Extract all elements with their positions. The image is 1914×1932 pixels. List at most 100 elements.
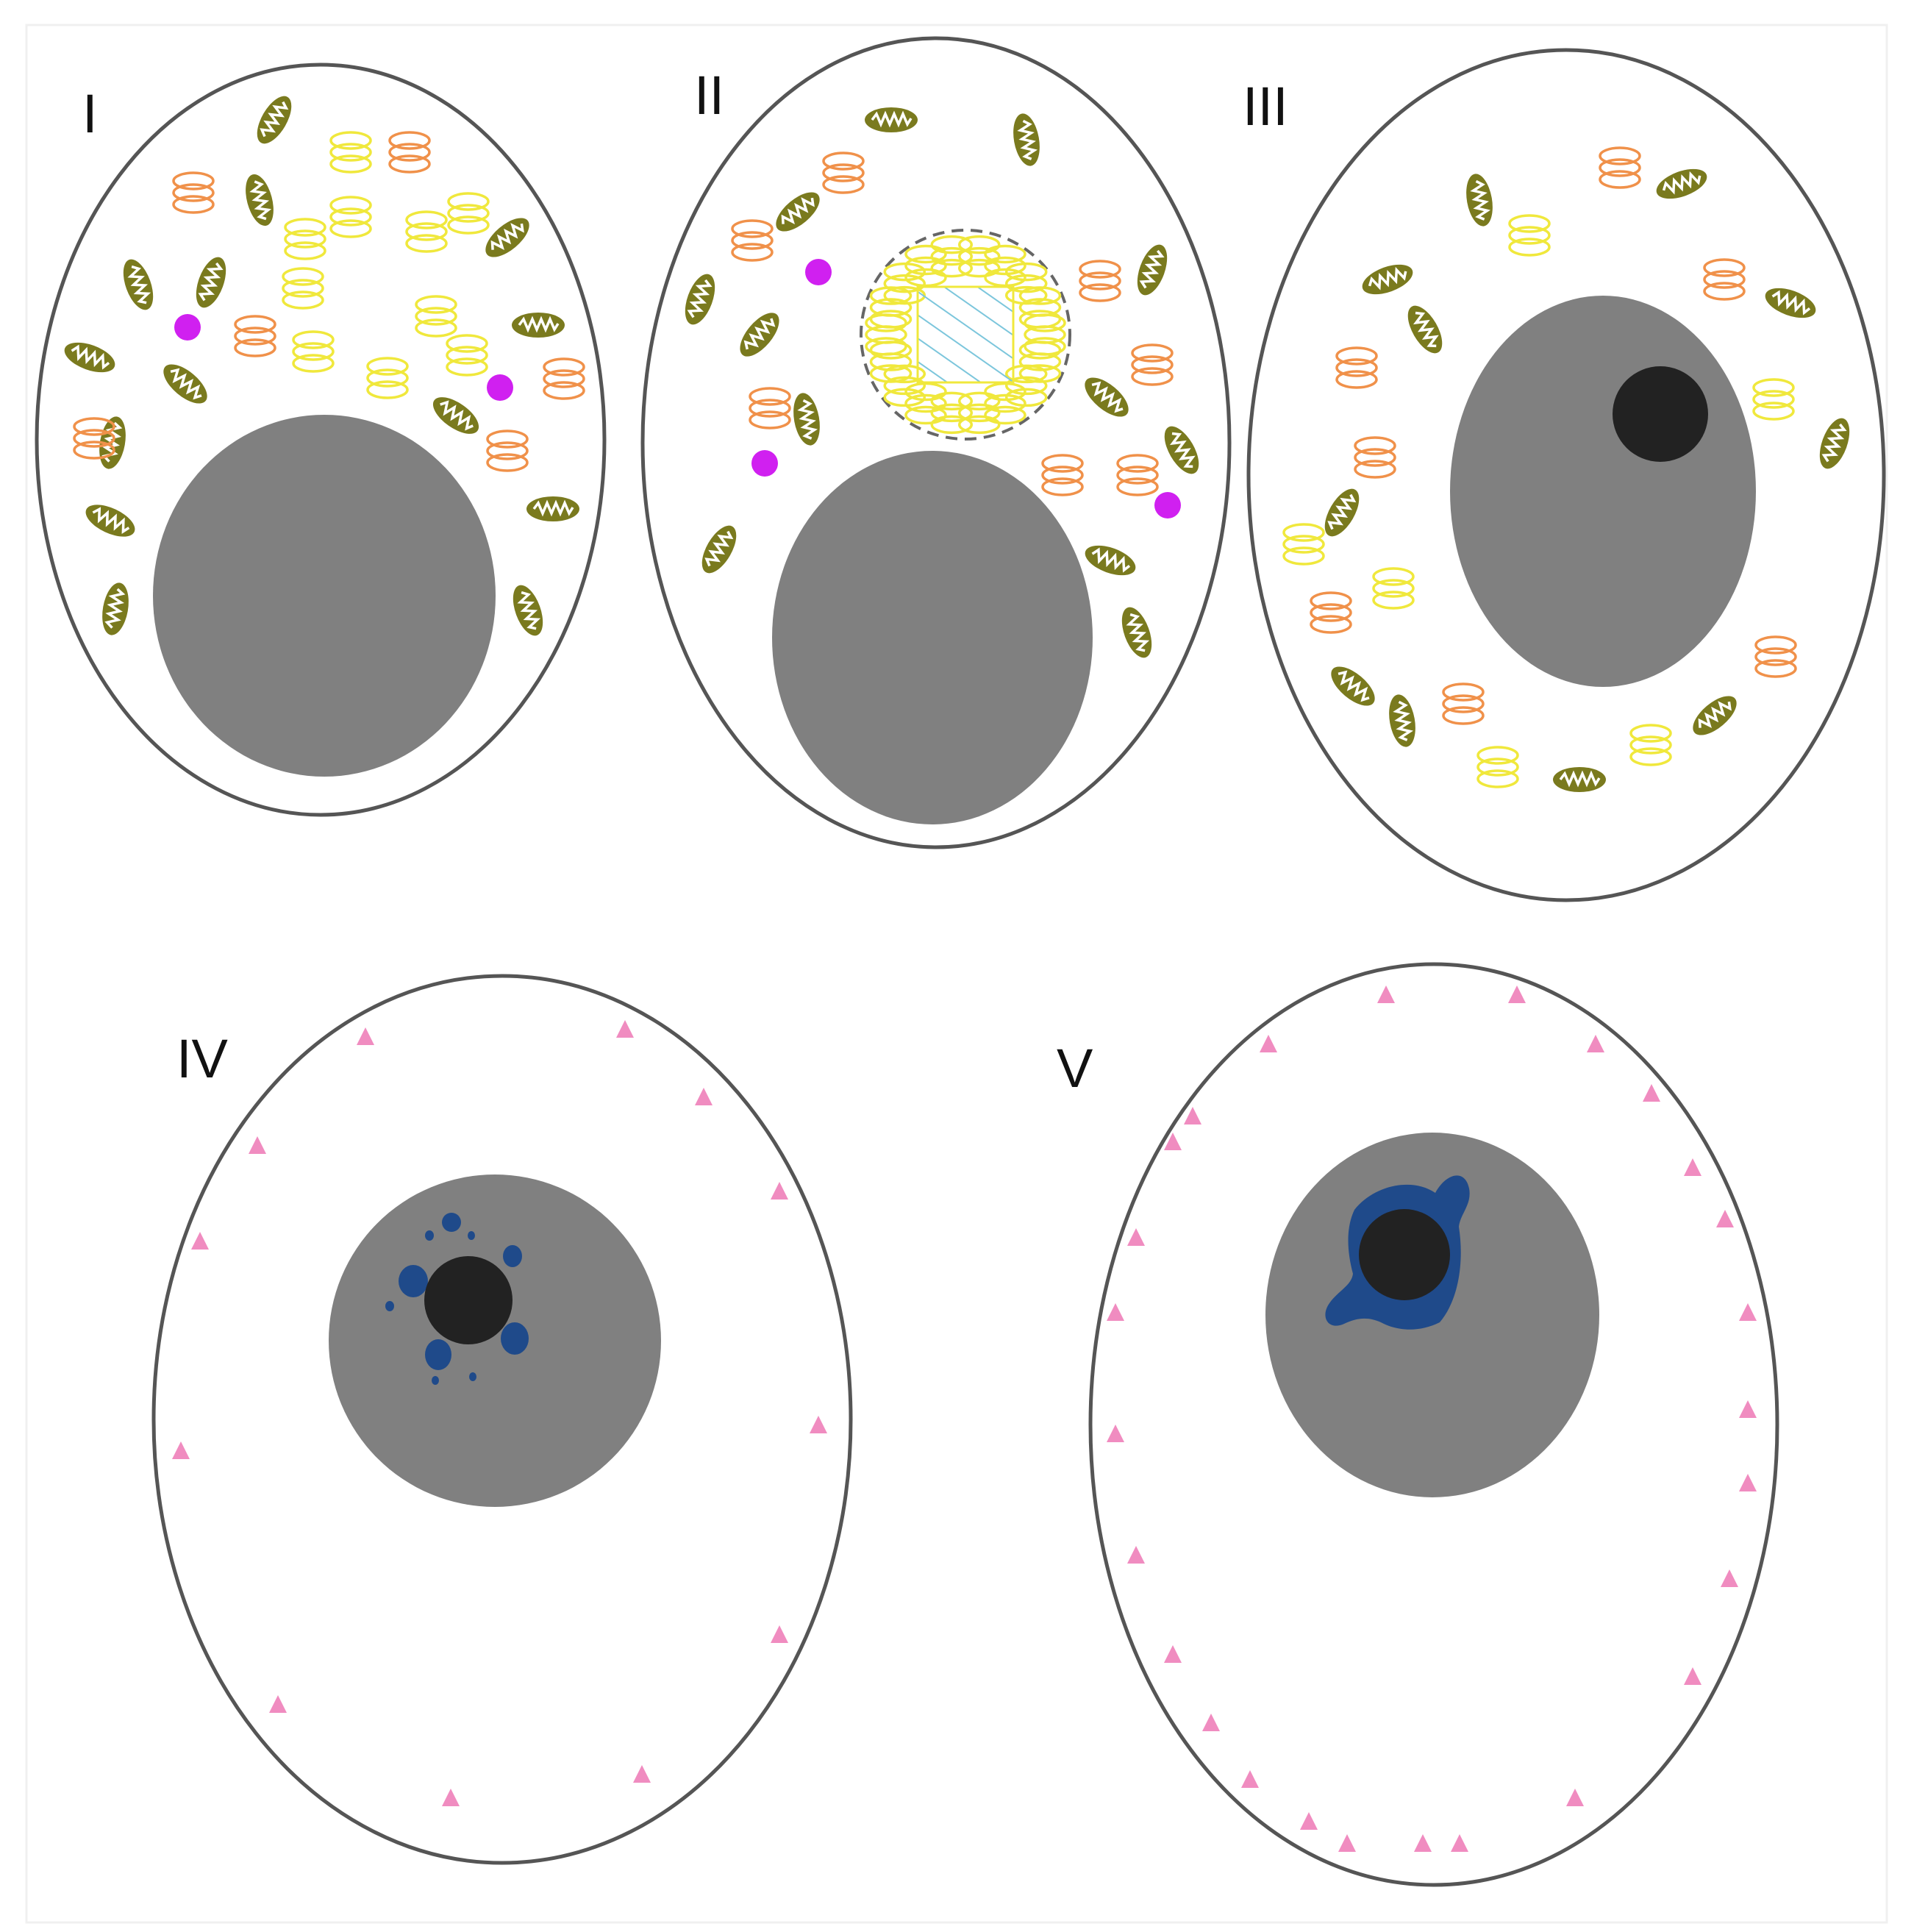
- golgi-stack-icon: [984, 382, 1026, 425]
- mitochondrion-icon: [1121, 607, 1152, 658]
- mitochondrion-icon: [257, 96, 292, 144]
- mitochondrion-icon: [163, 364, 207, 404]
- golgi-stack-icon: [1703, 258, 1746, 301]
- golgi-stack-icon: [284, 218, 326, 260]
- golgi-stack-icon: [930, 391, 973, 435]
- golgi-stack-icon: [904, 382, 947, 425]
- cell-4-label: IV: [176, 1028, 229, 1089]
- cell-1-label: I: [82, 83, 98, 144]
- cell-2-label: II: [694, 65, 724, 126]
- triangle-marker-icon: [1739, 1400, 1757, 1418]
- golgi-stack-icon: [329, 196, 372, 238]
- cell-5-markers: [1107, 985, 1757, 1852]
- cell-2-nucleus: [772, 451, 1093, 824]
- triangle-marker-icon: [1377, 985, 1395, 1003]
- golgi-stack-icon: [388, 131, 431, 174]
- mitochondrion-icon: [1164, 426, 1199, 474]
- golgi-stack-icon: [1041, 454, 1084, 496]
- autophagosome-golgi-ring: [865, 235, 1066, 435]
- triangle-marker-icon: [1127, 1546, 1145, 1564]
- mitochondrion-icon: [1389, 694, 1415, 747]
- triangle-marker-icon: [357, 1027, 374, 1045]
- golgi-stack-icon: [1116, 454, 1159, 496]
- autophagosome: [860, 229, 1071, 441]
- cell-5-membrane: [1088, 962, 1779, 1887]
- golgi-stack-icon: [1476, 746, 1519, 788]
- golgi-stack-icon: [447, 192, 490, 235]
- golgi-stack-icon: [1508, 214, 1551, 257]
- vesicle-icon: [174, 314, 201, 341]
- golgi-stack-icon: [1442, 682, 1485, 725]
- mitochondrion-icon: [1765, 288, 1816, 318]
- golgi-stack-icon: [958, 235, 1001, 278]
- golgi-stack-icon: [1335, 346, 1378, 389]
- mitochondrion-icon: [865, 107, 918, 132]
- mitochondrion-icon: [123, 259, 154, 310]
- golgi-stack-icon: [405, 210, 448, 253]
- mitochondrion-icon: [1362, 264, 1413, 295]
- chromatin-blob: [468, 1231, 475, 1240]
- triangle-marker-icon: [249, 1136, 266, 1154]
- chromatin-blob: [469, 1372, 476, 1381]
- golgi-stack-icon: [822, 152, 865, 194]
- mitochondrion-icon: [1407, 305, 1443, 354]
- mitochondrion-icon: [526, 496, 579, 521]
- triangle-marker-icon: [172, 1441, 190, 1459]
- golgi-stack-icon: [1018, 286, 1062, 329]
- triangle-marker-icon: [1566, 1789, 1584, 1806]
- golgi-stack-icon: [282, 267, 324, 310]
- cell-3-organelles: [1282, 146, 1850, 792]
- golgi-stack-icon: [1018, 341, 1062, 383]
- triangle-marker-icon: [1202, 1714, 1220, 1731]
- golgi-stack-icon: [1629, 724, 1672, 766]
- cell-1-nucleus: [153, 415, 496, 777]
- triangle-marker-icon: [1587, 1035, 1604, 1052]
- triangle-marker-icon: [1241, 1770, 1259, 1788]
- cell-3-membrane: [1246, 48, 1886, 902]
- cell-2-organelles: [685, 107, 1199, 658]
- triangle-marker-icon: [1107, 1303, 1124, 1321]
- golgi-stack-icon: [1310, 591, 1352, 634]
- figure-frame: [25, 24, 1888, 1924]
- triangle-marker-icon: [442, 1789, 460, 1806]
- golgi-stack-icon: [73, 417, 115, 460]
- triangle-marker-icon: [1184, 1107, 1201, 1124]
- cell-4: IV: [151, 974, 853, 1865]
- mitochondrion-icon: [1553, 767, 1606, 792]
- golgi-stack-icon: [958, 391, 1001, 435]
- vesicle-icon: [805, 259, 832, 285]
- mitochondrion-icon: [776, 192, 820, 232]
- golgi-stack-icon: [1372, 567, 1415, 610]
- triangle-marker-icon: [1414, 1834, 1432, 1852]
- mitochondrion-icon: [1085, 545, 1136, 576]
- cell-5-nucleolus: [1359, 1209, 1450, 1300]
- chromatin-blob: [425, 1339, 451, 1370]
- mitochondrion-icon: [1085, 377, 1129, 417]
- triangle-marker-icon: [1300, 1812, 1318, 1830]
- triangle-marker-icon: [1508, 985, 1526, 1003]
- cell-4-nucleus: [329, 1174, 661, 1507]
- triangle-marker-icon: [695, 1088, 713, 1105]
- triangle-marker-icon: [1684, 1158, 1701, 1176]
- mitochondrion-icon: [513, 585, 543, 636]
- triangle-marker-icon: [1164, 1133, 1182, 1150]
- golgi-stack-icon: [415, 295, 457, 338]
- cell-4-markers: [172, 1020, 827, 1806]
- mitochondrion-icon: [701, 525, 737, 574]
- golgi-stack-icon: [234, 315, 276, 357]
- triangle-marker-icon: [810, 1416, 827, 1433]
- autophagosome-membrane: [860, 229, 1071, 441]
- triangle-marker-icon: [1739, 1474, 1757, 1491]
- triangle-marker-icon: [1338, 1834, 1356, 1852]
- chromatin-blob: [385, 1301, 394, 1311]
- triangle-marker-icon: [771, 1182, 788, 1200]
- golgi-stack-icon: [172, 171, 215, 214]
- mitochondrion-icon: [64, 342, 115, 373]
- triangle-marker-icon: [269, 1695, 287, 1713]
- cell-5-label: V: [1057, 1038, 1093, 1099]
- mitochondrion-icon: [512, 313, 565, 338]
- triangle-marker-icon: [1260, 1035, 1277, 1052]
- mitochondrion-icon: [102, 582, 129, 635]
- vesicle-icon: [1154, 492, 1181, 518]
